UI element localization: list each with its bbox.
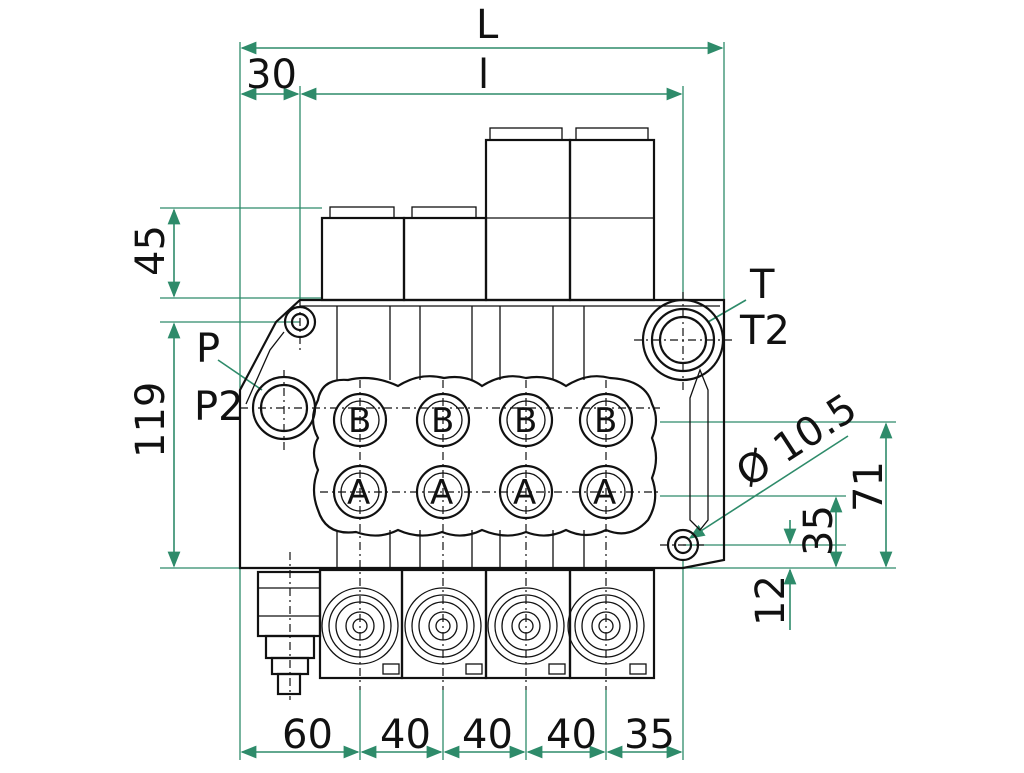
dim-height-35: 35	[796, 505, 842, 556]
dim-inner-length: l	[478, 52, 489, 98]
port-label-p: P	[196, 326, 220, 372]
port-label-b: B	[514, 401, 537, 441]
dim-bottom-35: 35	[624, 712, 675, 758]
port-label-t: T	[749, 262, 775, 308]
port-label-p2: P2	[194, 384, 244, 430]
port-label-t2: T2	[739, 308, 790, 354]
port-label-b: B	[431, 401, 454, 441]
dim-hole-diameter: Ø 10.5	[728, 385, 865, 496]
port-label-a: A	[430, 473, 453, 513]
dim-bottom-40-a: 40	[380, 712, 431, 758]
dim-body-height: 119	[128, 382, 174, 458]
port-labels: P P2 T T2 B B B B A A A A	[194, 262, 790, 513]
port-label-b: B	[348, 401, 371, 441]
dim-overall-length: L	[476, 2, 499, 48]
spool-cap-4	[567, 587, 645, 665]
relief-valve-screw	[256, 552, 322, 700]
port-label-b: B	[594, 401, 617, 441]
spool-cap-2	[404, 587, 482, 665]
valve-body	[238, 127, 736, 700]
dim-height-12: 12	[748, 575, 794, 626]
dim-bottom-60: 60	[282, 712, 333, 758]
dim-bottom-40-c: 40	[546, 712, 597, 758]
port-label-a: A	[513, 473, 536, 513]
dim-left-offset: 30	[246, 52, 297, 98]
dim-bottom-40-b: 40	[462, 712, 513, 758]
port-label-a: A	[593, 473, 616, 513]
spool-cap-1	[321, 587, 399, 665]
dimension-lines	[160, 41, 896, 760]
port-label-a: A	[347, 473, 370, 513]
dim-height-71: 71	[846, 461, 892, 512]
spool-cap-3	[487, 587, 565, 665]
dim-top-height: 45	[128, 225, 174, 276]
